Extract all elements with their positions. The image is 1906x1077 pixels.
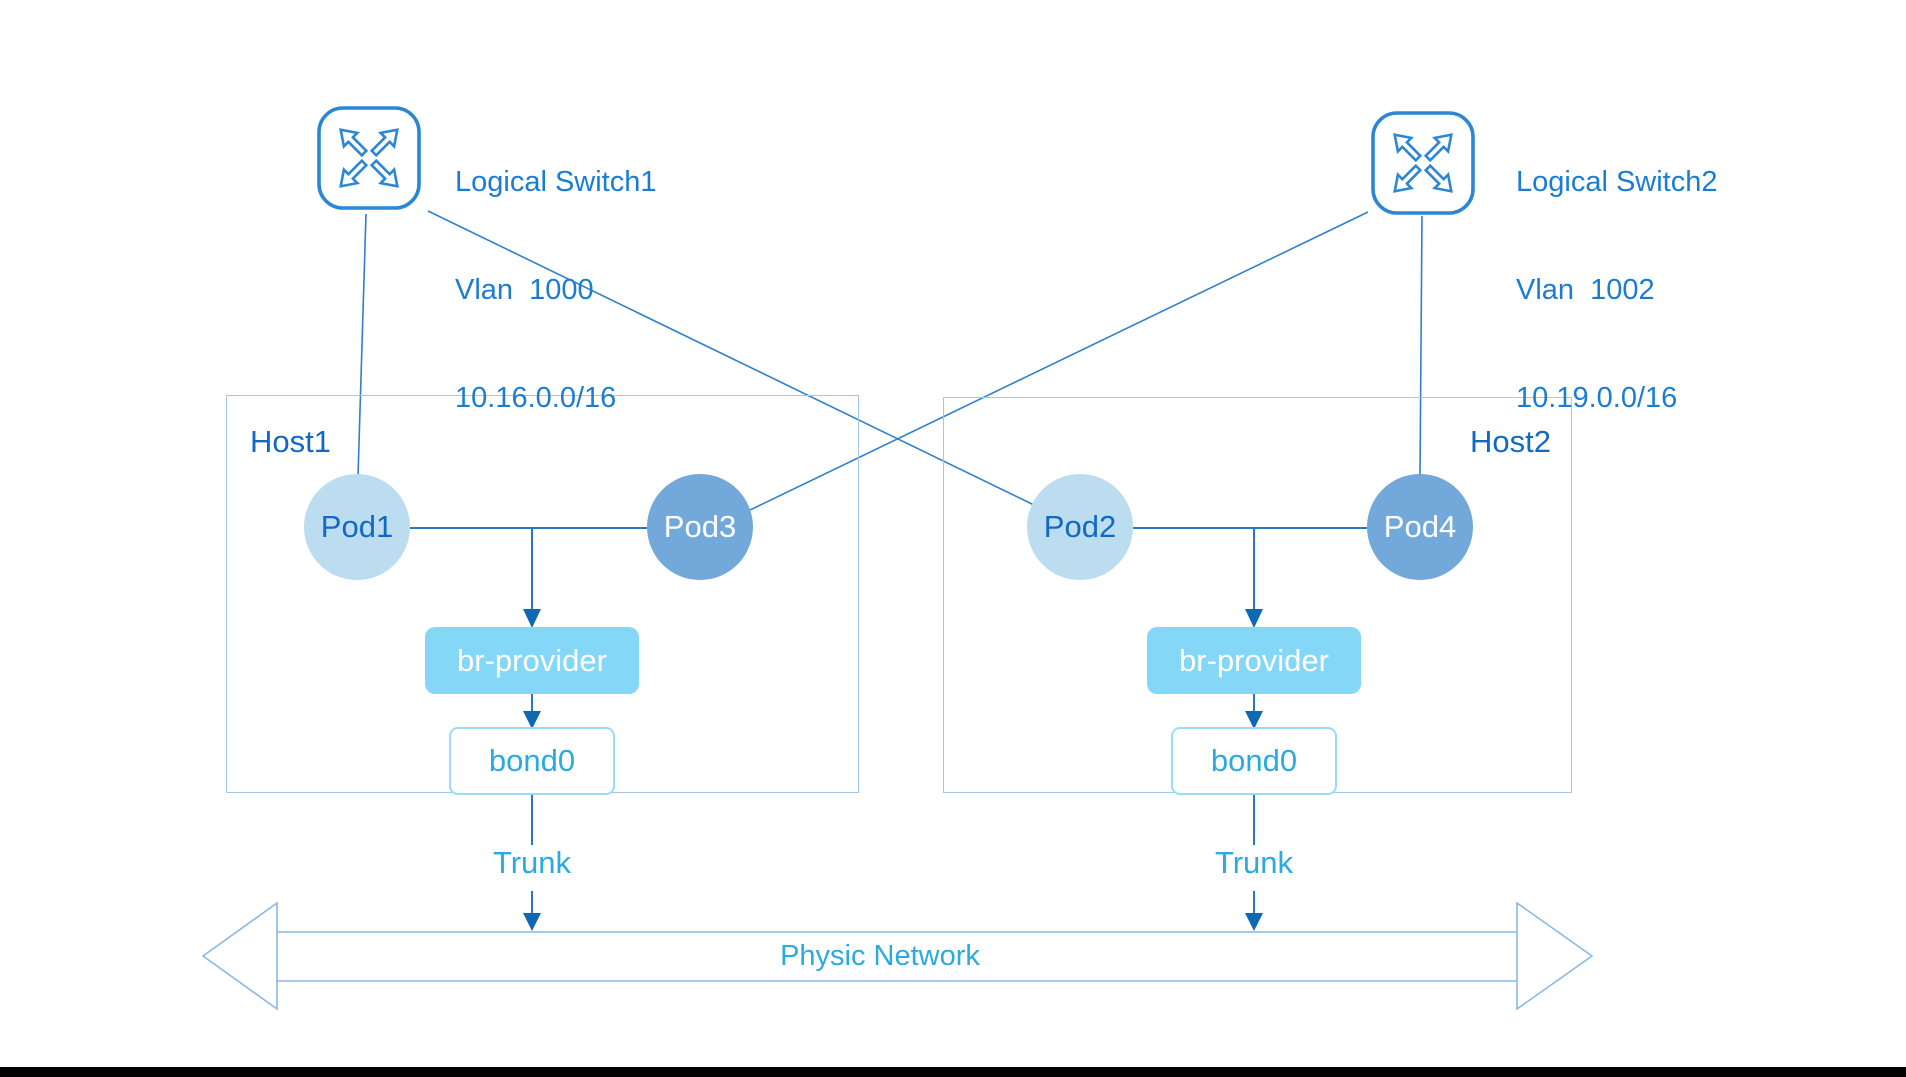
logical-switch2-info: Logical Switch2 Vlan 1002 10.19.0.0/16 (1516, 92, 1718, 488)
link-switch1-pod2 (427, 210, 1035, 506)
physic-network-band (201, 901, 1594, 1011)
pod4-label: Pod4 (1383, 509, 1457, 544)
host2-bridge-label: br-provider (1179, 642, 1329, 678)
arrowheads (523, 609, 1263, 931)
switch2-vlan: Vlan 1002 (1516, 274, 1655, 306)
switch2-title: Logical Switch2 (1516, 166, 1718, 198)
pod1-label: Pod1 (320, 509, 394, 544)
logical-switch2-icon (1369, 109, 1477, 222)
host1-label: Host1 (250, 424, 331, 459)
host1-br-provider-box: br-provider (425, 627, 639, 694)
pod2-circle: Pod2 (1027, 474, 1133, 580)
arrowhead-icon (523, 913, 541, 931)
band-right-arrowhead-icon (1516, 901, 1594, 1011)
host2-bond-label: bond0 (1210, 743, 1298, 778)
arrowhead-icon (1245, 609, 1263, 628)
host2-label: Host2 (1470, 424, 1551, 459)
logical-switch1-icon (315, 104, 423, 217)
pod4-circle: Pod4 (1367, 474, 1473, 580)
link-switch2-pod3 (749, 211, 1369, 511)
host2-bond0-box: bond0 (1171, 727, 1337, 795)
host1-trunk-label: Trunk (492, 845, 572, 880)
physic-network-label: Physic Network (780, 940, 980, 972)
bottom-black-bar (0, 1067, 1906, 1077)
pod3-circle: Pod3 (647, 474, 753, 580)
logical-switch1-info: Logical Switch1 Vlan 1000 10.16.0.0/16 (455, 92, 657, 488)
arrowhead-icon (1245, 913, 1263, 931)
switch-glyph-icon (1371, 111, 1475, 215)
host1-bond0-box: bond0 (449, 727, 615, 795)
host1-bond-label: bond0 (488, 743, 576, 778)
pod1-circle: Pod1 (304, 474, 410, 580)
switch2-cidr: 10.19.0.0/16 (1516, 382, 1678, 414)
host1-bridge-label: br-provider (457, 642, 607, 678)
link-switch2-pod4 (1419, 215, 1423, 476)
arrowhead-icon (523, 609, 541, 628)
host2-trunk-label: Trunk (1214, 845, 1294, 880)
band-left-arrowhead-icon (201, 901, 278, 1011)
switch1-vlan: Vlan 1000 (455, 274, 594, 306)
host2-br-provider-box: br-provider (1147, 627, 1361, 694)
switch-glyph-icon (317, 106, 421, 210)
arrowhead-icon (523, 711, 541, 729)
internal-connectors (410, 527, 1367, 914)
pod2-label: Pod2 (1043, 509, 1117, 544)
link-switch1-pod1 (357, 213, 367, 477)
switch-link-lines (357, 210, 1423, 511)
pod3-label: Pod3 (663, 509, 737, 544)
switch1-title: Logical Switch1 (455, 166, 657, 198)
arrowhead-icon (1245, 711, 1263, 729)
switch1-cidr: 10.16.0.0/16 (455, 382, 617, 414)
